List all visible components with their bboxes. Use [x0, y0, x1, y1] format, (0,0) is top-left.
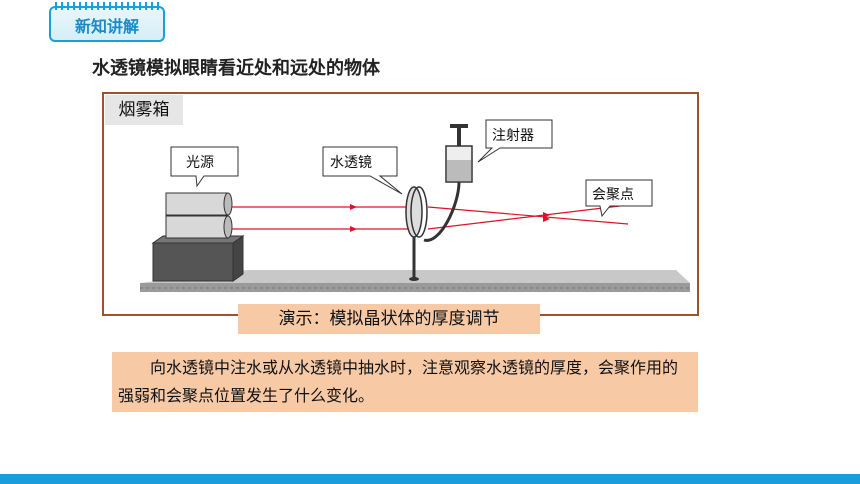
callout-light-source: 光源 [170, 146, 239, 188]
callout-focal-point-label: 会聚点 [592, 187, 634, 203]
light-rays [232, 204, 629, 230]
callout-focal-point: 会聚点 [585, 179, 653, 218]
callout-syringe-label: 注射器 [492, 128, 534, 144]
callout-water-lens: 水透镜 [322, 146, 403, 195]
smoke-box-label: 烟雾箱 [105, 95, 183, 125]
demo-caption: 演示：模拟晶状体的厚度调节 [238, 304, 540, 334]
callout-syringe: 注射器 [477, 119, 553, 163]
instruction-note: 向水透镜中注水或从水透镜中抽水时，注意观察水透镜的厚度，会聚作用的强弱和会聚点位… [112, 352, 698, 412]
ray-arrows [350, 204, 550, 232]
page-title: 水透镜模拟眼睛看近处和远处的物体 [92, 58, 380, 79]
light-source [165, 192, 233, 239]
bottom-bar [0, 474, 860, 484]
section-badge: 新知讲解 [49, 2, 165, 42]
callout-water-lens-label: 水透镜 [330, 155, 372, 171]
section-badge-label: 新知讲解 [74, 17, 139, 36]
callout-light-source-label: 光源 [186, 155, 214, 171]
source-base [151, 235, 245, 282]
syringe [423, 124, 473, 242]
water-lens [405, 186, 428, 281]
